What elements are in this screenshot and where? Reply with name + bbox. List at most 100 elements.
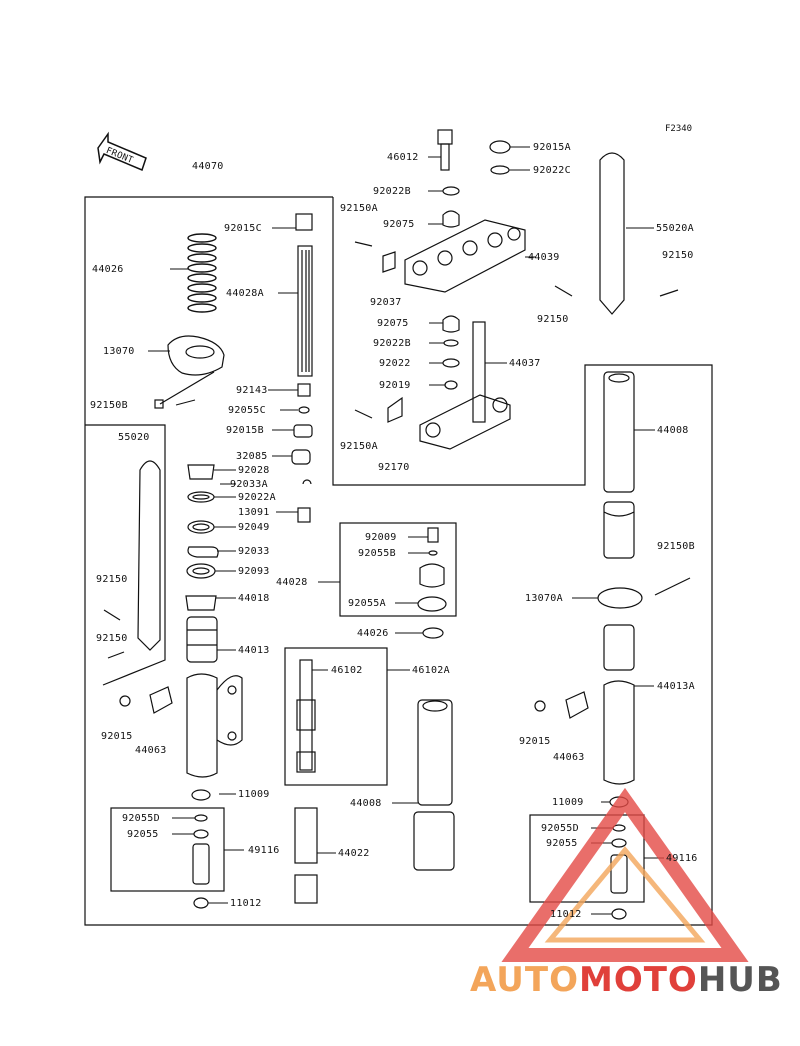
label-92009: 92009 — [365, 532, 397, 543]
label-44026AB: 44026 — [92, 264, 124, 275]
label-92055D-left: 92055D — [122, 813, 160, 824]
valve-49116-left — [192, 843, 210, 885]
label-92150-right1: 92150 — [662, 250, 694, 261]
label-92055A: 92055A — [348, 598, 386, 609]
ring-92055-right — [611, 838, 627, 848]
label-92075-mid: 92075 — [377, 318, 409, 329]
ring-44026 — [422, 627, 444, 639]
label-92022C: 92022C — [533, 165, 571, 176]
slider-44022 — [294, 807, 318, 904]
label-92055D-right: 92055D — [541, 823, 579, 834]
label-92028: 92028 — [238, 465, 270, 476]
label-44028A: 44028A — [226, 288, 264, 299]
label-44008-low: 44008 — [350, 798, 382, 809]
label-92055C: 92055C — [228, 405, 266, 416]
label-92015B: 92015B — [226, 425, 264, 436]
ring-92055-left — [193, 829, 209, 839]
label-44013A: 44013A — [657, 681, 695, 692]
label-92037: 92037 — [370, 297, 402, 308]
watermark-triangle-icon — [501, 787, 749, 962]
label-92150B-right: 92150B — [657, 541, 695, 552]
label-13070: 13070 — [103, 346, 135, 357]
label-92055B: 92055B — [358, 548, 396, 559]
bush-92075-mid — [442, 315, 460, 333]
group-box-46102 — [284, 647, 388, 786]
stem-46012 — [437, 129, 453, 171]
label-92150-left1: 92150 — [96, 574, 128, 585]
label-92015A: 92015A — [533, 142, 571, 153]
guard-55020A — [599, 152, 625, 315]
spring-44026 — [187, 233, 217, 313]
ring-92015A — [489, 140, 511, 154]
rod-46102 — [296, 659, 316, 773]
clamp-13070A — [597, 587, 643, 609]
nut-11012-left — [193, 897, 209, 909]
label-44028: 44028 — [276, 577, 308, 588]
ring-92022C — [490, 165, 510, 175]
axle-bracket-left — [119, 673, 243, 778]
label-32085: 32085 — [236, 451, 268, 462]
nut-11012-right — [611, 908, 627, 920]
label-92022A: 92022A — [238, 492, 276, 503]
tube-44008-top — [603, 371, 635, 559]
label-92150A-top: 92150A — [340, 203, 378, 214]
rings-left-column — [185, 464, 219, 611]
label-13091: 13091 — [238, 507, 270, 518]
label-44070: 44070 — [192, 161, 224, 172]
watermark-logo: AUTOMOTOHUB — [470, 960, 783, 1000]
label-11009-right: 11009 — [552, 797, 584, 808]
group-box-44028 — [339, 522, 457, 617]
label-11012-left: 11012 — [230, 898, 262, 909]
label-11009-left: 11009 — [238, 789, 270, 800]
leader-lines — [148, 146, 664, 915]
label-92170: 92170 — [378, 462, 410, 473]
tube-44013A-upper — [603, 624, 635, 671]
group-box-55020 — [85, 424, 166, 686]
watermark-inner-triangle-icon — [544, 846, 706, 943]
label-49116-right: 49116 — [666, 853, 698, 864]
guard-55020 — [137, 460, 161, 651]
washer-92022B-mid — [443, 339, 459, 347]
watermark-part1: AUTO — [470, 960, 579, 1000]
upper-bracket-44039 — [404, 219, 526, 293]
label-44063-right: 44063 — [553, 752, 585, 763]
front-arrow-icon — [97, 131, 147, 172]
label-46012: 46012 — [387, 152, 419, 163]
label-92049: 92049 — [238, 522, 270, 533]
label-92093: 92093 — [238, 566, 270, 577]
label-55020: 55020 — [118, 432, 150, 443]
bracket-92170 — [387, 396, 403, 423]
label-92033: 92033 — [238, 546, 270, 557]
label-44063-left: 44063 — [135, 745, 167, 756]
label-92015C: 92015C — [224, 223, 262, 234]
steering-stem-44037 — [419, 321, 511, 450]
label-11012-right: 11012 — [550, 909, 582, 920]
bracket-92037 — [382, 251, 396, 273]
label-44039: 44039 — [528, 252, 560, 263]
label-92150A-low: 92150A — [340, 441, 378, 452]
group-box-44070 — [84, 196, 713, 926]
label-92015-left: 92015 — [101, 731, 133, 742]
label-92150-left2: 92150 — [96, 633, 128, 644]
label-44018: 44018 — [238, 593, 270, 604]
clamp-13070 — [154, 335, 225, 409]
washer-92022 — [442, 358, 460, 368]
label-44013: 44013 — [238, 645, 270, 656]
label-46102: 46102 — [331, 665, 363, 676]
label-92022B-top: 92022B — [373, 186, 411, 197]
ring-92055D-left — [194, 814, 208, 822]
label-92055-right: 92055 — [546, 838, 578, 849]
washer-92022B-top — [442, 186, 460, 196]
tube-44008-low — [413, 699, 455, 871]
label-92022B-mid: 92022B — [373, 338, 411, 349]
tube-44013 — [186, 616, 218, 663]
label-92022: 92022 — [379, 358, 411, 369]
watermark-part3: HUB — [697, 960, 783, 1000]
label-55020A: 55020A — [656, 223, 694, 234]
label-92055-left: 92055 — [127, 829, 159, 840]
label-44026: 44026 — [357, 628, 389, 639]
label-92019: 92019 — [379, 380, 411, 391]
watermark-part2: MOTO — [578, 960, 698, 1000]
